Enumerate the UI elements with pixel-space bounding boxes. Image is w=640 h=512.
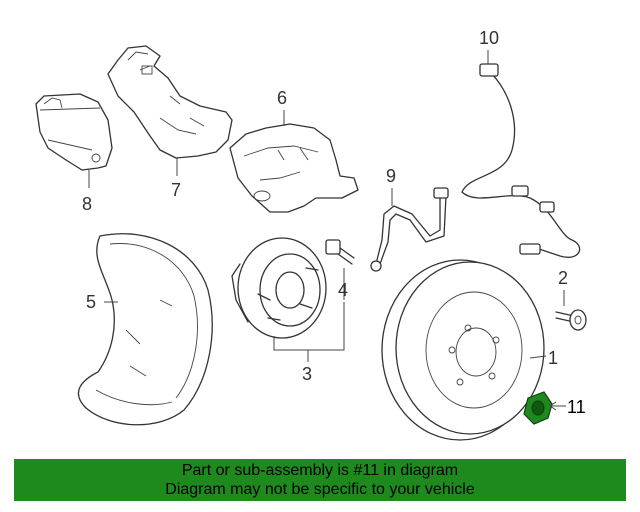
label-10: 10 (479, 28, 499, 48)
callout-arrow-11 (549, 401, 566, 411)
banner-line-2: Diagram may not be specific to your vehi… (165, 481, 475, 498)
brake-hose-part-9[interactable] (370, 187, 449, 272)
nut-part-11[interactable] (523, 391, 553, 425)
caliper-part-6[interactable] (229, 123, 359, 213)
splash-shield-part-5[interactable] (77, 233, 213, 426)
hub-bolt-part-4[interactable] (325, 239, 355, 265)
label-7: 7 (171, 180, 181, 200)
label-3: 3 (302, 364, 312, 384)
label-1: 1 (548, 348, 558, 368)
label-2: 2 (558, 268, 568, 288)
hub-bearing-part-3[interactable] (231, 237, 327, 339)
caliper-bracket-part-7[interactable] (107, 45, 233, 159)
label-11: 11 (567, 397, 586, 417)
brake-assembly-diagram: 8 7 6 10 9 5 (35, 28, 587, 441)
label-4: 4 (338, 280, 348, 300)
brake-pad-part-8[interactable] (35, 93, 113, 171)
label-6: 6 (277, 88, 287, 108)
callout-line-3 (273, 302, 345, 362)
callout-line-1 (529, 355, 547, 359)
label-8: 8 (82, 194, 92, 214)
brake-rotor-part-1[interactable] (381, 259, 545, 441)
label-9: 9 (386, 166, 396, 186)
label-5: 5 (86, 292, 96, 312)
diagram-notice-banner: Part or sub-assembly is #11 in diagram D… (14, 459, 626, 501)
abs-sensor-wire-part-10[interactable] (461, 63, 581, 258)
banner-line-1: Part or sub-assembly is #11 in diagram (181, 462, 459, 479)
rotor-screw-part-2[interactable] (555, 309, 587, 331)
